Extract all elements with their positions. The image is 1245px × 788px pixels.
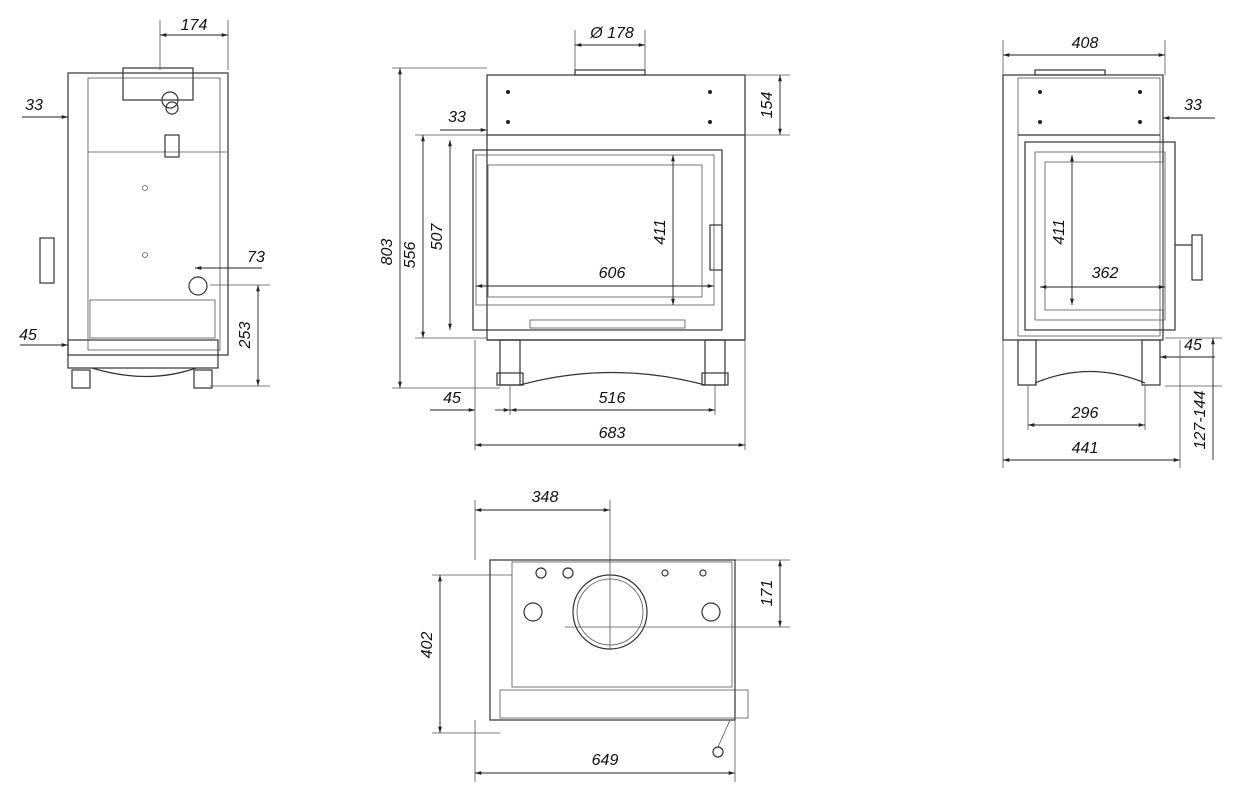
dim-45-right: 45 <box>1184 337 1202 354</box>
dim-402: 402 <box>419 632 436 659</box>
dim-45: 45 <box>19 327 37 344</box>
dim-348: 348 <box>532 489 559 506</box>
dim-516: 516 <box>599 390 626 407</box>
dim-73: 73 <box>247 249 265 266</box>
dim-411-front: 411 <box>652 219 669 245</box>
dim-33: 33 <box>25 97 43 114</box>
dim-253: 253 <box>237 322 254 350</box>
dim-diameter-178: Ø 178 <box>589 25 634 42</box>
dim-411-right: 411 <box>1051 219 1068 245</box>
dim-171: 171 <box>759 580 776 607</box>
dim-803: 803 <box>379 239 396 266</box>
dim-649: 649 <box>592 752 619 769</box>
dim-45-front: 45 <box>443 390 461 407</box>
side-view-right: 408 33 411 362 45 296 441 127-144 <box>1002 35 1222 468</box>
dim-556: 556 <box>402 242 419 269</box>
dim-362: 362 <box>1092 265 1119 282</box>
side-view-left: 174 33 73 45 253 <box>19 17 270 389</box>
dim-507: 507 <box>429 223 446 251</box>
dim-408: 408 <box>1072 35 1099 52</box>
dim-127-144: 127-144 <box>1192 391 1209 450</box>
dim-606: 606 <box>599 265 626 282</box>
dim-683: 683 <box>599 425 626 442</box>
dim-174: 174 <box>181 17 208 34</box>
dim-296: 296 <box>1071 405 1099 422</box>
front-view: Ø 178 154 33 803 556 507 411 606 45 516 … <box>379 25 790 450</box>
dim-154: 154 <box>759 92 776 119</box>
top-view: 348 171 402 649 <box>419 489 790 782</box>
dim-33-right: 33 <box>1184 97 1202 114</box>
dim-33-front: 33 <box>448 109 466 126</box>
dim-441: 441 <box>1072 440 1099 457</box>
